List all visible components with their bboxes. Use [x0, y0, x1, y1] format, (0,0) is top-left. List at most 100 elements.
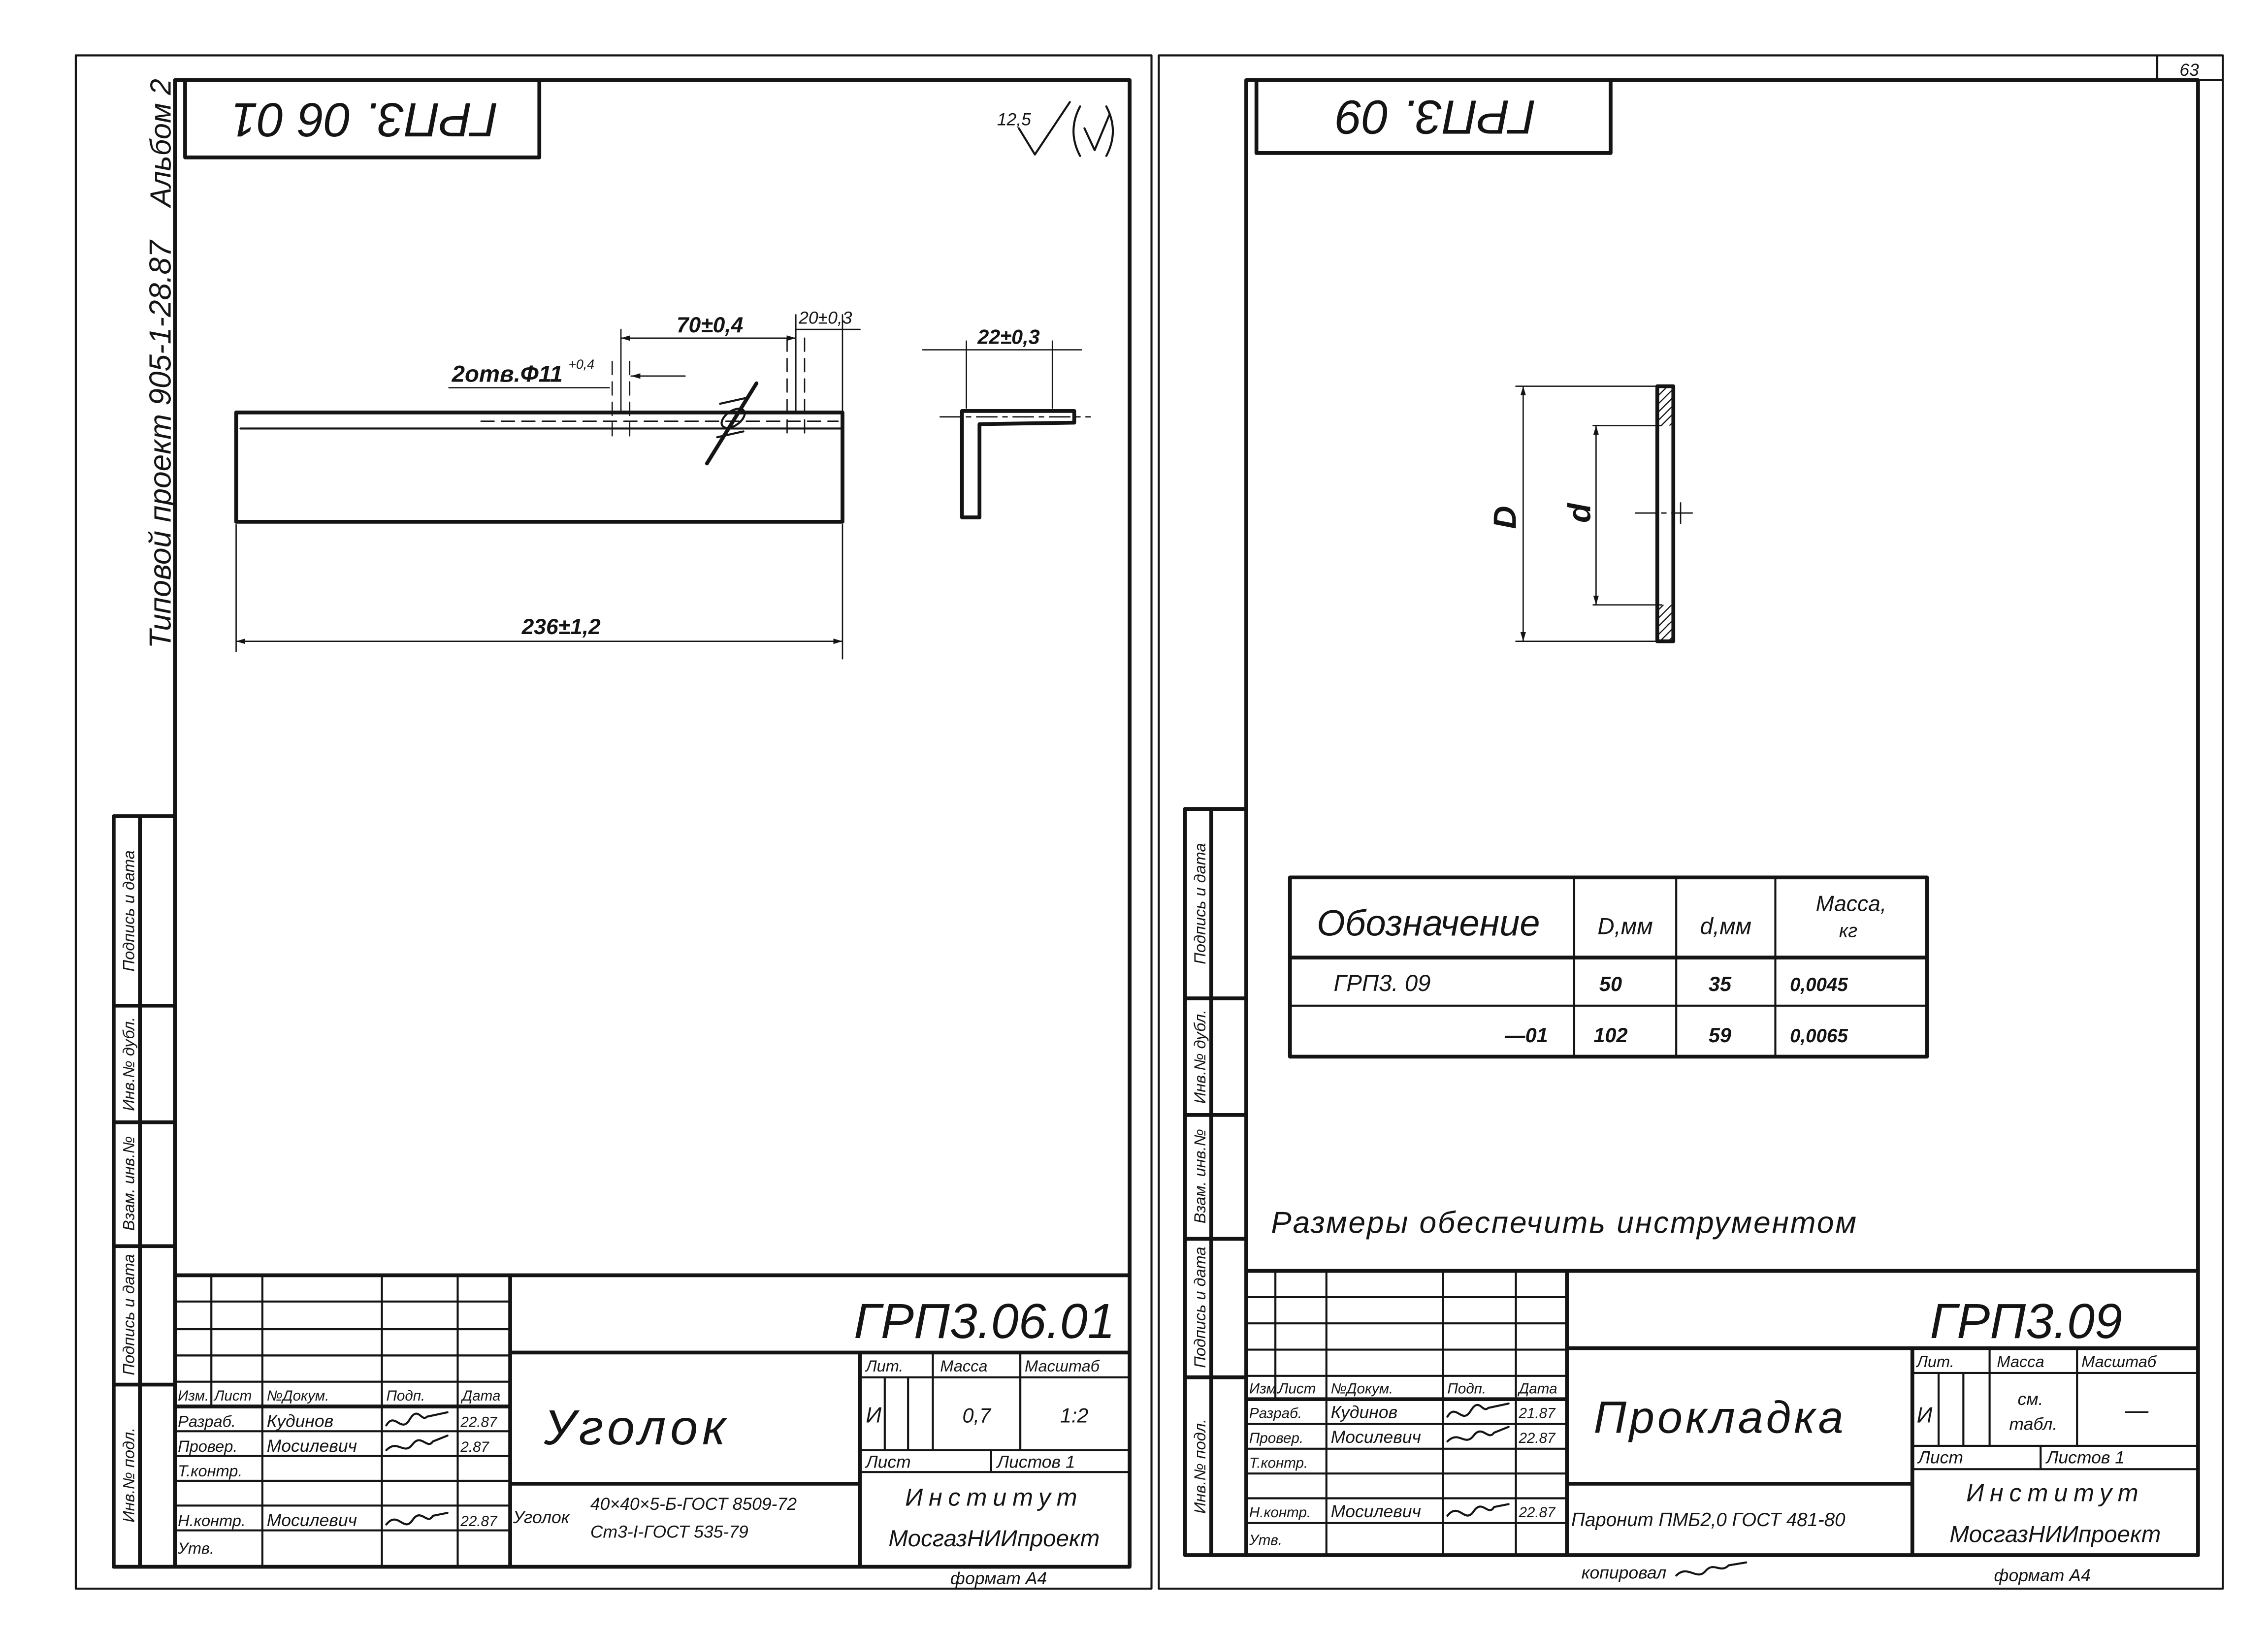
left-sheet: ГРП3. 06 01 12,5 Типовой проект 905-1-28…	[74, 54, 1153, 1590]
lit-header: Лит.	[865, 1357, 903, 1375]
sheets-label: Листов 1	[2045, 1447, 2125, 1467]
signer-role: Утв.	[1249, 1532, 1282, 1548]
signer-role: Н.контр.	[178, 1512, 246, 1530]
signer-name: Мосилевич	[267, 1436, 357, 1456]
page-number-box	[2156, 54, 2224, 81]
angle-bar-view: 70±0,4 20±0,3 2отв.Ф11 +0,4 236±1,2	[234, 308, 861, 660]
table-cell: 59	[1709, 1023, 1731, 1047]
strip-label: Инв.№ подл.	[120, 1428, 137, 1523]
mass-value-line-1: см.	[2018, 1389, 2043, 1409]
material-line: Паронит ПМБ2,0 ГОСТ 481-80	[1571, 1509, 1846, 1531]
signer-name: Мосилевич	[1331, 1501, 1421, 1521]
strip-label: Взам. инв.№	[1191, 1129, 1209, 1223]
table-cell: 50	[1599, 972, 1622, 995]
diameter-symbol-ring	[720, 408, 746, 429]
diameter-symbol-tick	[716, 397, 747, 439]
copied-by-label: копировал	[1582, 1563, 1666, 1582]
table-cell: 0,0045	[1790, 974, 1848, 995]
organization-line-2: МосгазНИИпроект	[888, 1526, 1100, 1552]
left-title-block-frame	[173, 1273, 1132, 1569]
lit-value: И	[866, 1404, 881, 1428]
holes-tolerance: +0,4	[568, 357, 594, 372]
material-line-2: Ст3-I-ГОСТ 535-79	[590, 1522, 748, 1541]
right-info-table-grid	[1911, 1347, 2199, 1470]
outer-diameter-extension-lines	[1515, 385, 1674, 642]
scale-header: Масштаб	[1025, 1357, 1101, 1375]
size-table: Обозначение D,мм d,мм Масса, кг ГРП3. 09…	[1288, 875, 1929, 1059]
signer-role: Т.контр.	[178, 1462, 242, 1480]
header-date: Дата	[1517, 1380, 1557, 1397]
lit-header: Лит.	[1916, 1353, 1954, 1371]
handwritten-signature	[1675, 1561, 1748, 1577]
mass-header: Масса	[940, 1357, 987, 1375]
strip-label: Инв.№ дубл.	[120, 1017, 137, 1111]
handwritten-signature	[385, 1435, 449, 1451]
col-header-outer-diameter: D,мм	[1597, 914, 1652, 940]
signer-date: 22.87	[460, 1414, 498, 1430]
signer-date: 21.87	[1518, 1405, 1556, 1422]
handwritten-signature	[1446, 1503, 1510, 1517]
left-top-stamp-code: ГРП3. 06 01	[231, 93, 498, 147]
inner-diameter-extension-lines	[1592, 425, 1662, 606]
right-title-block-grid	[1245, 1270, 1568, 1557]
signer-date: 22.87	[460, 1513, 498, 1530]
size-table-grid	[1289, 876, 1928, 1058]
left-outer-frame	[74, 54, 1153, 1590]
drawing-designation: ГРП3.06.01	[854, 1294, 1115, 1349]
signer-date: 22.87	[1518, 1504, 1556, 1521]
strip-label: Подпись и дата	[1191, 843, 1209, 964]
strip-label: Подпись и дата	[1191, 1247, 1209, 1368]
roughness-value: 12,5	[997, 110, 1031, 129]
strip-label: Инв.№ подл.	[1191, 1419, 1209, 1514]
table-cell: 0,0065	[1790, 1025, 1848, 1047]
material-prefix: Уголок	[513, 1507, 570, 1527]
diameter-symbol-icon	[705, 381, 759, 466]
dim-section-text: 22±0,3	[977, 325, 1039, 349]
signer-role: Провер.	[1249, 1430, 1303, 1446]
table-cell: 102	[1593, 1023, 1627, 1047]
roughness-symbol: 12,5	[997, 101, 1114, 157]
left-top-stamp-box	[183, 78, 542, 160]
signer-date: 22.87	[1518, 1430, 1556, 1446]
dim-hole-spacing-text: 70±0,4	[677, 313, 743, 337]
project-margin-text: Типовой проект 905-1-28.87	[143, 239, 177, 648]
col-header-mass-line-1: Масса,	[1816, 892, 1887, 916]
right-inner-frame	[1244, 78, 2200, 1557]
header-signature: Подп.	[386, 1388, 425, 1404]
part-name: Уголок	[544, 1400, 730, 1455]
right-sheet: 63 ГРП3. 09 Подпись и дата Инв.№ дубл. В…	[1158, 54, 2224, 1590]
header-date: Дата	[460, 1388, 500, 1404]
left-inner-frame	[173, 78, 1132, 1569]
col-header-inner-diameter: d,мм	[1700, 914, 1751, 940]
col-header-mass-line-2: кг	[1839, 921, 1857, 942]
table-cell: ГРП3. 09	[1334, 970, 1431, 996]
mass-header: Масса	[1997, 1353, 2044, 1371]
right-title-block-frame	[1244, 1269, 2200, 1557]
signer-role: Разраб.	[178, 1412, 236, 1430]
signer-name: Мосилевич	[267, 1510, 357, 1530]
size-table-frame	[1288, 875, 1929, 1059]
right-side-strip-grid	[1183, 807, 1248, 1557]
gasket-section-view: D d	[1487, 384, 1696, 643]
signer-role: Т.контр.	[1249, 1455, 1308, 1471]
tooling-note: Размеры обеспечить инструментом	[1271, 1206, 1858, 1240]
organization-line-1: Институт	[905, 1483, 1083, 1511]
section-extension-lines	[966, 340, 1053, 409]
strip-label: Подпись и дата	[120, 850, 137, 971]
sheet-label: Лист	[1917, 1447, 1963, 1467]
gasket-hatch-top	[1657, 386, 1674, 426]
left-side-strip-grid	[112, 814, 177, 1569]
table-cell: 35	[1709, 972, 1732, 995]
header-doc-number: №Докум.	[267, 1388, 329, 1404]
holes-label: 2отв.Ф11	[452, 361, 563, 387]
lit-value: И	[1917, 1404, 1933, 1428]
col-header-designation: Обозначение	[1317, 903, 1540, 944]
strip-label: Взам. инв.№	[120, 1136, 137, 1231]
angle-cross-section: 22±0,3	[922, 325, 1091, 519]
handwritten-signature	[1446, 1402, 1510, 1418]
scale-value: 1:2	[1060, 1404, 1089, 1427]
scale-header: Масштаб	[2081, 1353, 2157, 1371]
sheet-label: Лист	[865, 1452, 910, 1471]
